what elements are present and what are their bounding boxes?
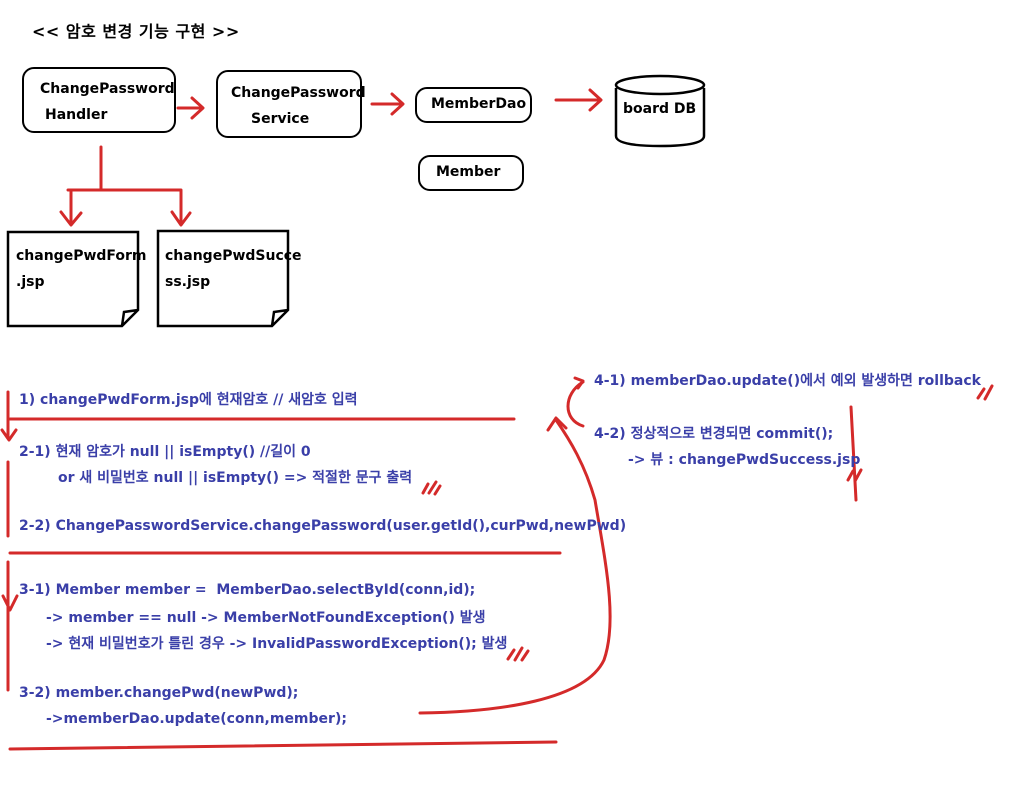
form-doc-shape (6, 230, 140, 328)
arrow-handler-to-service (176, 96, 205, 120)
node-label: Member (436, 164, 501, 180)
step4-bracket (566, 380, 585, 428)
node-change-password-handler: ChangePassword Handler (22, 67, 176, 133)
step-3-1-note-line2: -> member == null -> MemberNotFoundExcep… (46, 610, 486, 626)
node-label-line2: Service (251, 111, 310, 127)
arrow-service-to-dao (370, 92, 405, 116)
return-loop-arrow (418, 416, 612, 715)
tick-marks-4 (846, 405, 863, 502)
step-3-1-note-line3: -> 현재 비밀번호가 틀린 경우 -> InvalidPasswordExce… (46, 636, 508, 652)
node-change-pwd-success-line2: ss.jsp (165, 274, 211, 290)
node-label: MemberDao (431, 96, 527, 112)
node-label-line1: ChangePassword (231, 85, 366, 101)
tick-marks-2 (506, 646, 530, 662)
step-2-1-note-line1: 2-1) 현재 암호가 null || isEmpty() //길이 0 (19, 444, 311, 460)
step-2-1-note-line2: or 새 비밀번호 null || isEmpty() => 적절한 문구 출력 (58, 470, 413, 486)
step-2-2-note: 2-2) ChangePasswordService.changePasswor… (19, 518, 627, 534)
diagram-title: << 암호 변경 기능 구현 >> (32, 22, 240, 41)
node-change-pwd-form-line2: .jsp (16, 274, 45, 290)
node-member-dao: MemberDao (415, 87, 532, 123)
left-flow-arrow-3 (1, 594, 19, 612)
node-change-pwd-success-line1: changePwdSucce (165, 248, 302, 264)
node-label-line1: ChangePassword (40, 81, 175, 97)
step-3-2-note-line1: 3-2) member.changePwd(newPwd); (19, 685, 299, 701)
node-label-line2: Handler (45, 107, 108, 123)
tick-marks-1 (421, 480, 442, 496)
arrow-dao-to-db (554, 88, 603, 112)
left-flow-line (0, 390, 18, 692)
node-change-pwd-form-line1: changePwdForm (16, 248, 147, 264)
node-board-db-label: board DB (623, 101, 697, 117)
step-1-note: 1) changePwdForm.jsp에 현재암호 // 새암호 입력 (19, 392, 358, 408)
node-member: Member (418, 155, 524, 191)
tick-marks-3 (976, 384, 994, 401)
step-4-2-note-line1: 4-2) 정상적으로 변경되면 commit(); (594, 426, 834, 442)
arrow-handler-to-views (59, 145, 192, 227)
node-change-password-service: ChangePassword Service (216, 70, 366, 138)
success-doc-shape (156, 229, 290, 328)
step-4-2-note-line2: -> 뷰 : changePwdSuccess.jsp (628, 452, 861, 468)
step-4-1-note: 4-1) memberDao.update()에서 예외 발생하면 rollba… (594, 373, 981, 389)
db-cylinder-shape (614, 74, 706, 148)
step-3-2-note-line2: ->memberDao.update(conn,member); (46, 711, 347, 727)
separator-line-3 (8, 740, 558, 751)
step-3-1-note-line1: 3-1) Member member = MemberDao.selectByI… (19, 582, 476, 598)
step4-arrow-tip (573, 376, 585, 390)
